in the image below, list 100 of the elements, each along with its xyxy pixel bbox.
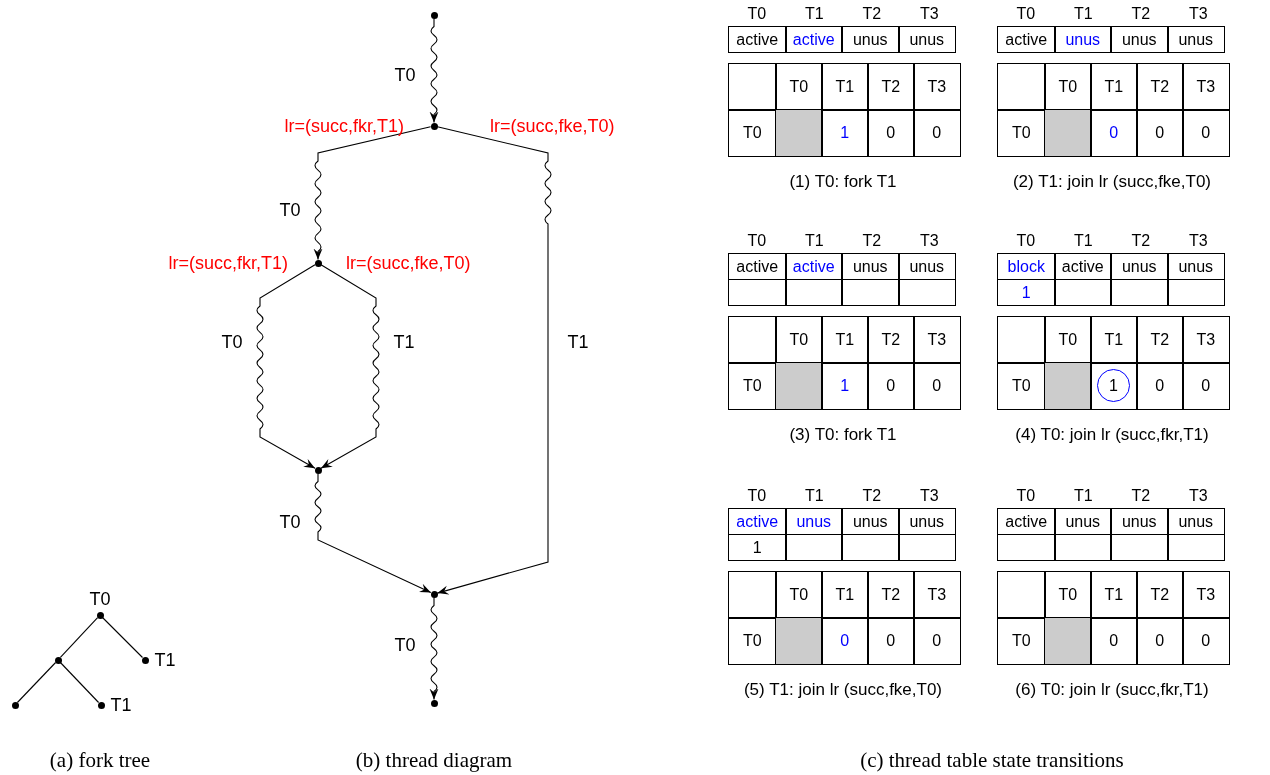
table-cell: unus xyxy=(1053,508,1112,535)
figure-caption: (a) fork tree xyxy=(49,747,151,773)
junction-dot xyxy=(430,590,438,598)
table-cell: T2 xyxy=(1136,571,1184,619)
table-cell: 1 xyxy=(728,534,787,561)
column-header: T2 xyxy=(861,486,883,506)
table-cell: active xyxy=(1053,253,1112,280)
edge-label: T0 xyxy=(279,511,301,533)
table-cell: T3 xyxy=(913,316,961,364)
edge-label: T0 xyxy=(221,331,243,353)
tree-branch-line xyxy=(59,617,99,658)
table-cell: 0 xyxy=(1136,617,1184,665)
column-header: T1 xyxy=(803,4,825,24)
table-cell: active xyxy=(784,253,843,280)
thread-arrow xyxy=(429,596,439,701)
column-header: T3 xyxy=(918,4,940,24)
table-cell: 0 xyxy=(1090,109,1138,157)
edge-label: T0 xyxy=(279,199,301,221)
column-header: T3 xyxy=(918,231,940,251)
table-cell: 0 xyxy=(913,362,961,410)
column-header: T0 xyxy=(746,4,768,24)
table-cell: 0 xyxy=(867,617,915,665)
tree-node-dot xyxy=(54,656,62,664)
edge-label: T1 xyxy=(567,331,589,353)
table-cell: T3 xyxy=(913,571,961,619)
table-cell: 0 xyxy=(1090,617,1138,665)
branch-annotation: lr=(succ,fke,T0) xyxy=(346,252,471,274)
table-cell: active xyxy=(784,26,843,53)
panel-caption: (4) T0: join lr (succ,fkr,T1) xyxy=(1015,424,1209,446)
table-cell: 0 xyxy=(1182,362,1230,410)
thread-arrow xyxy=(313,126,432,261)
table-cell: active xyxy=(997,26,1056,53)
node-label: T0 xyxy=(89,589,111,609)
figure-caption: (b) thread diagram xyxy=(355,747,513,773)
table-cell: T1 xyxy=(821,316,869,364)
junction-dot xyxy=(430,122,438,130)
table-cell: active xyxy=(728,253,787,280)
thread-arrow xyxy=(256,264,316,469)
junction-dot xyxy=(314,466,322,474)
table-cell: 0 xyxy=(867,109,915,157)
table-cell: unus xyxy=(784,508,843,535)
panel-caption: (5) T1: join lr (succ,fke,T0) xyxy=(743,679,943,701)
column-header: T1 xyxy=(1072,231,1094,251)
table-cell: T1 xyxy=(1090,63,1138,111)
table-cell: unus xyxy=(841,253,900,280)
column-header: T0 xyxy=(1015,231,1037,251)
column-header: T2 xyxy=(861,4,883,24)
table-cell: unus xyxy=(897,253,956,280)
column-header: T1 xyxy=(803,231,825,251)
branch-annotation: lr=(succ,fkr,T1) xyxy=(168,252,288,274)
table-cell: T3 xyxy=(913,63,961,111)
column-header: T0 xyxy=(1015,4,1037,24)
table-cell: unus xyxy=(1166,508,1225,535)
table-cell: T3 xyxy=(1182,316,1230,364)
tree-node-dot xyxy=(11,701,19,709)
column-header: T0 xyxy=(746,486,768,506)
table-cell: unus xyxy=(841,26,900,53)
table-cell: unus xyxy=(1166,253,1225,280)
table-cell: unus xyxy=(1110,508,1169,535)
table-cell: T1 xyxy=(821,571,869,619)
branch-annotation: lr=(succ,fke,T0) xyxy=(490,115,615,137)
table-cell: T2 xyxy=(867,316,915,364)
table-cell: unus xyxy=(1166,26,1225,53)
table-cell: 0 xyxy=(867,362,915,410)
table-cell: 0 xyxy=(1182,109,1230,157)
column-header: T3 xyxy=(1187,4,1209,24)
column-header: T0 xyxy=(1015,486,1037,506)
table-cell: T1 xyxy=(1090,571,1138,619)
table-cell: 0 xyxy=(821,617,869,665)
node-label: T1 xyxy=(110,694,132,716)
column-header: T3 xyxy=(1187,486,1209,506)
column-header: T2 xyxy=(861,231,883,251)
table-cell: T3 xyxy=(1182,63,1230,111)
table-cell: 1 xyxy=(821,362,869,410)
table-cell: 0 xyxy=(1136,109,1184,157)
column-header: T1 xyxy=(803,486,825,506)
table-cell: T2 xyxy=(867,63,915,111)
thread-arrow xyxy=(429,17,439,124)
edge-label: T0 xyxy=(394,64,416,86)
table-cell: 0 xyxy=(1136,362,1184,410)
table-cell: T1 xyxy=(1090,316,1138,364)
thread-arrow xyxy=(314,472,432,594)
table-cell: active xyxy=(728,508,787,535)
column-header: T1 xyxy=(1072,486,1094,506)
panel-caption: (1) T0: fork T1 xyxy=(789,171,897,193)
table-cell: 0 xyxy=(913,109,961,157)
table-cell: unus xyxy=(897,26,956,53)
branch-annotation: lr=(succ,fkr,T1) xyxy=(284,115,404,137)
column-header: T0 xyxy=(746,231,768,251)
tree-branch-line xyxy=(16,661,57,704)
table-cell: active xyxy=(997,508,1056,535)
column-header: T2 xyxy=(1130,4,1152,24)
table-cell: 1 xyxy=(821,109,869,157)
table-cell: T2 xyxy=(1136,63,1184,111)
panel-caption: (2) T1: join lr (succ,fke,T0) xyxy=(1012,171,1212,193)
table-cell: 0 xyxy=(1182,617,1230,665)
table-cell: T3 xyxy=(1182,571,1230,619)
edge-label: T0 xyxy=(394,634,416,656)
table-cell: unus xyxy=(897,508,956,535)
column-header: T2 xyxy=(1130,231,1152,251)
